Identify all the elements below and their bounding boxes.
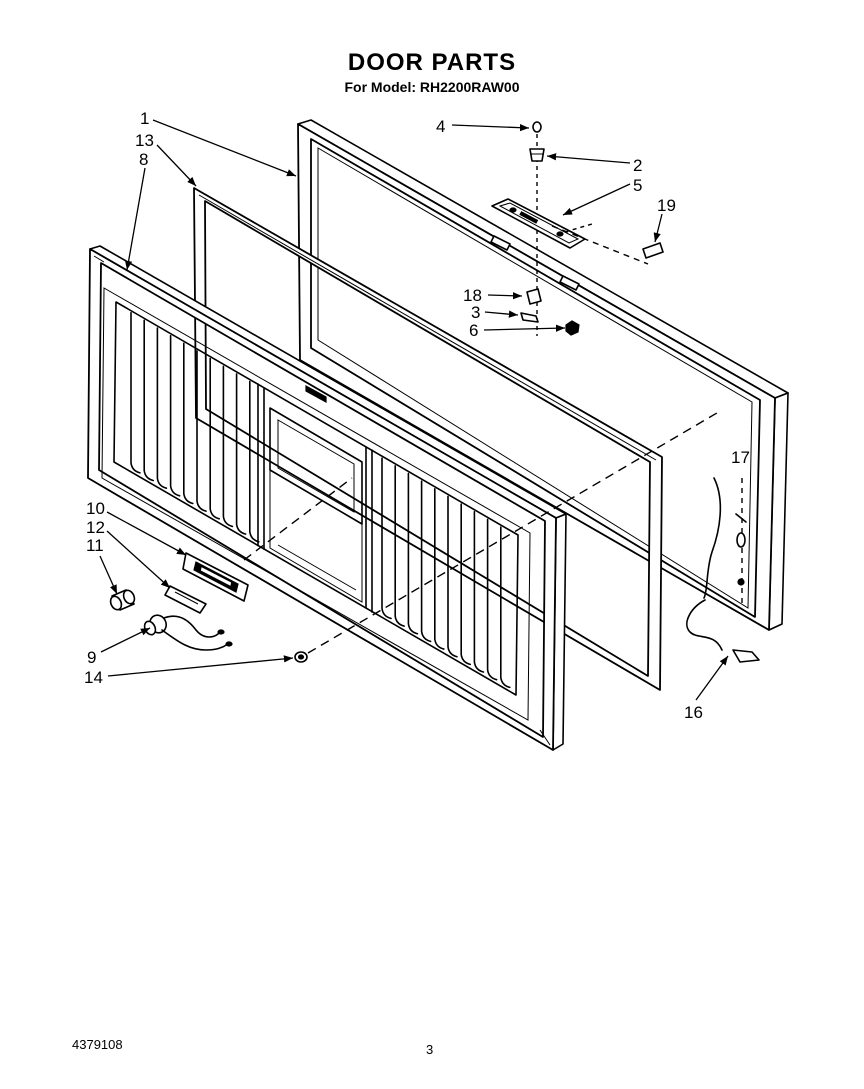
lamp-switch-part-17 — [736, 532, 746, 548]
louver-line — [183, 342, 194, 505]
outer-door-panel — [87, 245, 567, 751]
louver-line — [420, 480, 432, 643]
callout-11: 11 — [86, 536, 104, 555]
callout-16: 16 — [684, 703, 703, 722]
callout-8: 8 — [139, 150, 148, 169]
page-number: 3 — [426, 1042, 433, 1057]
callout-4: 4 — [436, 117, 445, 136]
callout-2: 2 — [633, 156, 642, 175]
lamp-assembly — [109, 552, 308, 663]
nut-part-6 — [565, 320, 580, 336]
lamp-plate-part-12 — [164, 585, 207, 614]
callout-13: 13 — [135, 131, 154, 150]
connector-part-16 — [732, 649, 760, 663]
callout-1: 1 — [140, 109, 149, 128]
plunger-part-2 — [529, 148, 545, 162]
louver-line — [394, 465, 405, 627]
louver-line — [381, 457, 392, 620]
document-number: 4379108 — [72, 1037, 123, 1052]
callout-9: 9 — [87, 648, 96, 667]
assembly-dashed-lines — [243, 409, 723, 654]
socket-wire — [163, 615, 221, 638]
leader-lines — [99, 119, 729, 701]
door-gasket — [193, 187, 663, 691]
clip-part-18 — [526, 288, 542, 305]
wire-loop — [686, 599, 723, 651]
panel-badge — [305, 384, 327, 404]
louver-line — [222, 365, 234, 528]
callout-6: 6 — [469, 321, 478, 340]
louver-line — [473, 510, 485, 673]
louver-line — [460, 503, 471, 666]
louver-line — [196, 350, 207, 512]
model-subtitle: For Model: RH2200RAW00 — [344, 79, 519, 95]
shim-part-19 — [642, 242, 664, 259]
callout-10: 10 — [86, 499, 105, 518]
page-title: DOOR PARTS — [348, 49, 516, 76]
louver-line — [169, 334, 181, 497]
louver-line — [407, 472, 419, 635]
wiring-harness — [686, 477, 760, 663]
louver-line — [130, 311, 141, 474]
louver-line — [500, 526, 511, 689]
callout-5: 5 — [633, 176, 642, 195]
spacer-part-3 — [520, 312, 539, 323]
callout-18: 18 — [463, 286, 482, 305]
louver-line — [143, 319, 154, 482]
callout-19: 19 — [657, 196, 676, 215]
louver-line — [486, 518, 498, 681]
louver-line — [209, 357, 220, 520]
hinge-hardware — [491, 121, 664, 336]
louver-line — [235, 373, 247, 535]
callout-3: 3 — [471, 303, 480, 322]
callouts: 1 13 8 4 2 5 19 18 3 6 17 10 12 11 9 14 … — [84, 109, 750, 722]
callout-14: 14 — [84, 668, 103, 687]
inner-door-liner — [297, 119, 789, 631]
callout-12: 12 — [86, 518, 105, 537]
screw-part-4 — [532, 121, 542, 133]
louver-line — [447, 495, 458, 658]
callout-17: 17 — [731, 448, 750, 467]
louver-line — [156, 327, 168, 489]
louver-line — [434, 487, 445, 650]
